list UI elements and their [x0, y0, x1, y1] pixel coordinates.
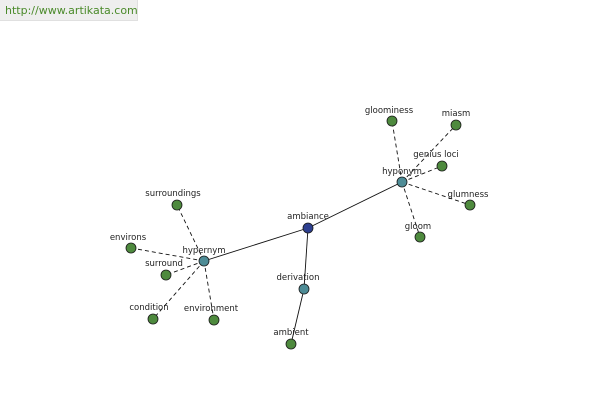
node-miasm[interactable] — [450, 119, 462, 131]
node-label-environment[interactable]: environment — [184, 304, 239, 314]
node-hypernym[interactable] — [198, 255, 210, 267]
edge-hyponym-gloominess — [391, 120, 403, 183]
edge-hypernym-environs — [130, 247, 205, 262]
edge-hyponym-gloom — [401, 181, 421, 238]
node-label-ambiance[interactable]: ambiance — [287, 212, 329, 222]
node-label-gloom[interactable]: gloom — [405, 222, 431, 232]
node-label-condition[interactable]: condition — [129, 303, 168, 313]
edge-ambiance-hyponym — [307, 181, 403, 229]
edge-derivation-ambient — [290, 288, 305, 345]
node-derivation[interactable] — [298, 283, 310, 295]
edge-hyponym-miasm — [401, 124, 457, 183]
edge-hypernym-surroundings — [176, 204, 205, 262]
edge-hypernym-environment — [203, 260, 215, 321]
node-label-hyponym[interactable]: hyponym — [382, 167, 422, 177]
node-label-surround[interactable]: surround — [145, 259, 183, 269]
node-gloom[interactable] — [414, 231, 426, 243]
node-label-derivation[interactable]: derivation — [276, 273, 319, 283]
node-gloominess[interactable] — [386, 115, 398, 127]
node-hyponym[interactable] — [396, 176, 408, 188]
node-label-environs[interactable]: environs — [110, 233, 147, 243]
node-label-genius-loci[interactable]: genius loci — [413, 150, 459, 160]
node-environment[interactable] — [208, 314, 220, 326]
node-label-surroundings[interactable]: surroundings — [145, 189, 201, 199]
labels-layer: ambiance hypernym hyponym derivation surroun… — [110, 106, 489, 338]
node-surround[interactable] — [160, 269, 172, 281]
node-surroundings[interactable] — [171, 199, 183, 211]
node-environs[interactable] — [125, 242, 137, 254]
node-genius-loci[interactable] — [436, 160, 448, 172]
edge-hyponym-glumness — [401, 181, 471, 206]
edge-hyponym-genius-loci — [401, 165, 443, 183]
edge-ambiance-hypernym — [203, 227, 309, 262]
node-glumness[interactable] — [464, 199, 476, 211]
node-condition[interactable] — [147, 313, 159, 325]
node-label-glumness[interactable]: glumness — [448, 190, 489, 200]
edges-layer — [130, 120, 471, 345]
node-label-miasm[interactable]: miasm — [442, 109, 471, 119]
node-label-hypernym[interactable]: hypernym — [182, 246, 225, 256]
nodes-layer — [125, 115, 476, 350]
node-ambient[interactable] — [285, 338, 297, 350]
edge-ambiance-derivation — [303, 227, 309, 290]
site-url-link[interactable]: http://www.artikata.com — [5, 4, 138, 17]
node-ambiance[interactable] — [302, 222, 314, 234]
edge-hypernym-condition — [152, 260, 205, 320]
node-label-ambient[interactable]: ambient — [273, 328, 309, 338]
url-bar: http://www.artikata.com — [0, 0, 138, 21]
node-label-gloominess[interactable]: gloominess — [365, 106, 414, 116]
